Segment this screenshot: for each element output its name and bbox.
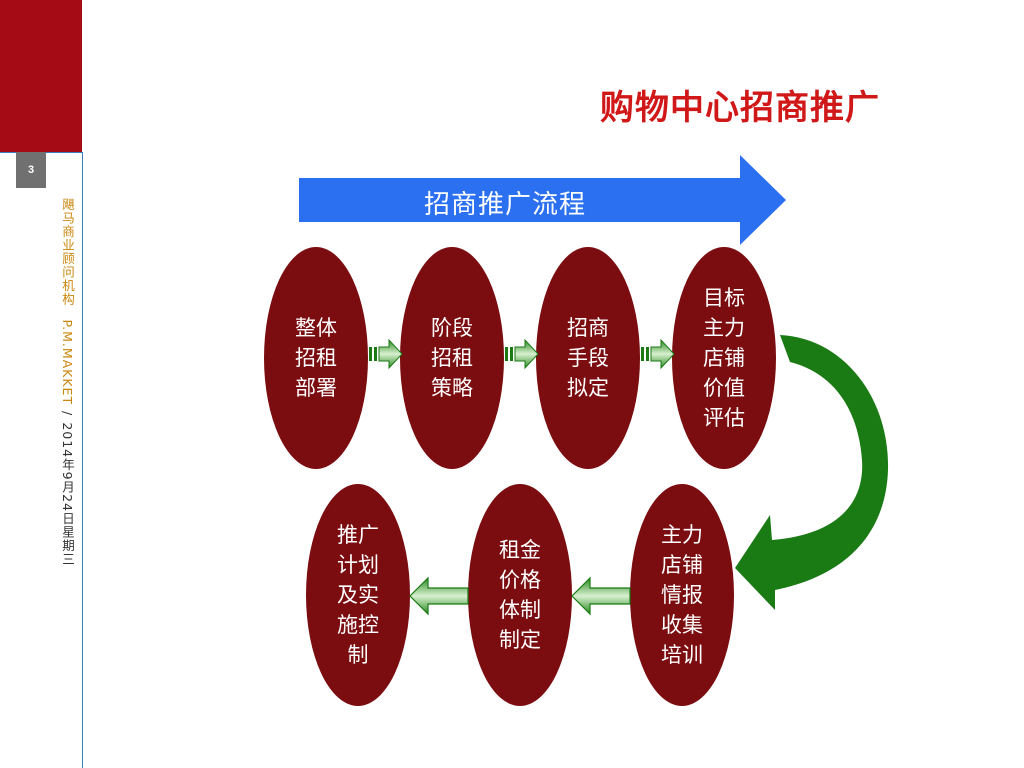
step-label-5: 主力店铺情报收集培训 (642, 489, 722, 701)
step-label-6: 租金价格体制制定 (480, 489, 560, 701)
step-text-7: 推广计划及实施控制 (336, 523, 379, 667)
node-step-4 (672, 247, 776, 469)
node-step-3 (536, 247, 640, 469)
sidebar-org-name: 飓马商业顾问机构 P.M.MAKKET (60, 198, 75, 406)
slide-title: 购物中心招商推广 (600, 88, 880, 128)
arrow-right-3 (641, 338, 675, 370)
step-text-2: 阶段招租策略 (430, 316, 473, 400)
curved-connector-arrow (735, 335, 889, 610)
node-step-6 (468, 484, 572, 706)
sidebar-date: 2014年9月24日星期三 (60, 422, 75, 566)
page-number: 3 (16, 152, 46, 188)
banner-label: 招商推广流程 (423, 190, 586, 220)
header-accent-bar (0, 0, 82, 152)
arrow-right-1 (369, 338, 403, 370)
step-label-7: 推广计划及实施控制 (318, 489, 398, 701)
arrow-right-2 (505, 338, 539, 370)
arrow-left-1 (571, 576, 631, 616)
node-step-1 (264, 247, 368, 469)
step-text-3: 招商手段拟定 (566, 316, 609, 400)
node-step-2 (400, 247, 504, 469)
sidebar-caption: 飓马商业顾问机构 P.M.MAKKET / 2014年9月24日星期三 (58, 198, 77, 566)
process-banner-arrow (299, 155, 786, 245)
node-step-5 (630, 484, 734, 706)
step-label-2: 阶段招租策略 (412, 252, 492, 464)
arrow-left-2 (409, 576, 469, 616)
node-step-7 (306, 484, 410, 706)
step-text-1: 整体招租部署 (294, 316, 337, 400)
step-text-4: 目标主力店铺价值评估 (702, 286, 745, 430)
step-text-5: 主力店铺情报收集培训 (660, 523, 703, 667)
step-label-4: 目标主力店铺价值评估 (684, 252, 764, 464)
divider-vertical (82, 152, 83, 768)
sidebar-slash: / (60, 411, 75, 417)
step-text-6: 租金价格体制制定 (498, 538, 541, 652)
step-label-3: 招商手段拟定 (548, 252, 628, 464)
step-label-1: 整体招租部署 (276, 252, 356, 464)
